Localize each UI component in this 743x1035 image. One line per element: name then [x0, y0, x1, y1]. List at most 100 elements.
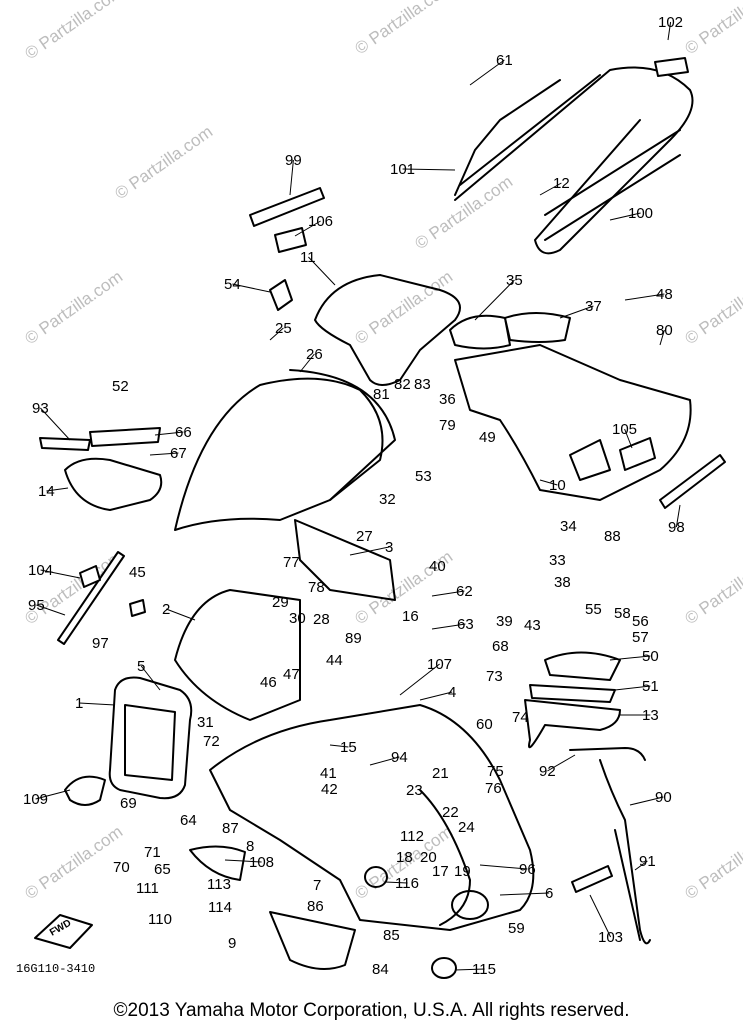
callout-95: 95	[28, 597, 66, 616]
fwd-arrow-label: FWD	[48, 918, 73, 939]
callout-label-58: 58	[614, 605, 631, 622]
callout-label-25: 25	[275, 320, 292, 337]
leader-line-104	[40, 569, 81, 579]
callout-107: 107	[399, 656, 452, 696]
callout-label-92: 92	[539, 763, 556, 780]
callout-51: 51	[614, 678, 659, 695]
callout-label-81: 81	[373, 386, 390, 403]
callout-label-10: 10	[549, 477, 566, 494]
callout-115: 115	[454, 961, 496, 978]
callout-54: 54	[224, 276, 271, 293]
watermark-text: © Partzilla.com	[681, 822, 743, 903]
callout-93: 93	[32, 400, 71, 441]
callout-label-108: 108	[249, 854, 274, 871]
callout-label-38: 38	[554, 574, 571, 591]
leader-line-61	[469, 59, 505, 86]
callout-label-48: 48	[656, 286, 673, 303]
callout-80: 80	[656, 322, 673, 346]
callout-label-116: 116	[395, 875, 419, 892]
callout-label-104: 104	[28, 562, 53, 579]
callout-75: 75	[487, 763, 504, 780]
callout-59: 59	[508, 920, 525, 937]
callout-31: 31	[197, 714, 214, 731]
leader-line-37	[559, 305, 594, 319]
watermark-text: © Partzilla.com	[21, 0, 126, 63]
callout-label-7: 7	[313, 877, 321, 894]
callout-label-46: 46	[260, 674, 277, 691]
callout-100: 100	[609, 205, 653, 222]
leader-line-5	[140, 665, 161, 691]
callout-label-45: 45	[129, 564, 146, 581]
callout-85: 85	[383, 927, 400, 944]
callout-86: 86	[307, 898, 324, 915]
callout-105: 105	[612, 421, 637, 449]
callout-label-15: 15	[340, 739, 357, 756]
leader-line-48	[624, 293, 665, 301]
callout-8: 8	[246, 838, 254, 855]
leader-line-62	[431, 590, 465, 597]
callout-label-73: 73	[486, 668, 503, 685]
callout-113: 113	[207, 876, 231, 893]
callout-67: 67	[149, 445, 187, 462]
callout-label-1: 1	[75, 695, 83, 712]
callout-6: 6	[499, 885, 553, 902]
callout-43: 43	[524, 617, 541, 634]
callout-label-35: 35	[506, 272, 523, 289]
callout-label-30: 30	[289, 610, 306, 627]
callout-35: 35	[474, 272, 523, 321]
callout-4: 4	[419, 684, 456, 701]
callout-44: 44	[326, 652, 343, 669]
callout-label-77: 77	[283, 554, 300, 571]
callout-label-110: 110	[148, 911, 172, 928]
callout-76: 76	[485, 780, 502, 797]
callout-label-94: 94	[391, 749, 408, 766]
callout-label-5: 5	[137, 658, 145, 675]
callout-label-61: 61	[496, 52, 513, 69]
callout-label-54: 54	[224, 276, 241, 293]
callout-24: 24	[458, 819, 475, 836]
callout-64: 64	[180, 812, 197, 829]
callout-label-99: 99	[285, 152, 302, 169]
callout-label-87: 87	[222, 820, 239, 837]
callout-25: 25	[269, 320, 292, 341]
callout-label-53: 53	[415, 468, 432, 485]
leader-line-108	[224, 859, 262, 863]
callout-label-79: 79	[439, 417, 456, 434]
callout-label-39: 39	[496, 613, 513, 630]
leader-line-15	[329, 744, 349, 748]
leader-line-94	[369, 756, 400, 766]
leader-line-109	[35, 789, 71, 800]
callout-label-11: 11	[300, 249, 316, 266]
callout-16: 16	[402, 608, 419, 625]
callout-label-75: 75	[487, 763, 504, 780]
callout-71: 71	[144, 844, 161, 861]
callout-7: 7	[313, 877, 321, 894]
callout-39: 39	[496, 613, 513, 630]
callout-label-34: 34	[560, 518, 577, 535]
callout-78: 78	[308, 579, 325, 596]
callout-label-60: 60	[476, 716, 493, 733]
callout-label-13: 13	[642, 707, 659, 724]
leader-line-4	[419, 691, 453, 701]
callout-62: 62	[431, 583, 473, 600]
callout-69: 69	[120, 795, 137, 812]
callout-label-76: 76	[485, 780, 502, 797]
callout-label-70: 70	[113, 859, 130, 876]
callout-label-22: 22	[442, 804, 459, 821]
leader-line-54	[232, 283, 271, 293]
watermark-text: © Partzilla.com	[681, 0, 743, 58]
leader-line-2	[166, 608, 196, 621]
callout-label-20: 20	[420, 849, 437, 866]
callout-96: 96	[479, 861, 536, 878]
callout-label-9: 9	[228, 935, 236, 952]
callout-label-97: 97	[92, 635, 109, 652]
callout-114: 114	[208, 899, 232, 916]
leader-line-115	[454, 968, 485, 971]
leader-line-67	[149, 452, 179, 456]
callout-14: 14	[38, 483, 69, 500]
callout-label-31: 31	[197, 714, 214, 731]
callout-87: 87	[222, 820, 239, 837]
leader-line-102	[667, 21, 672, 41]
watermark-text: © Partzilla.com	[351, 0, 456, 58]
leader-line-14	[46, 487, 69, 492]
